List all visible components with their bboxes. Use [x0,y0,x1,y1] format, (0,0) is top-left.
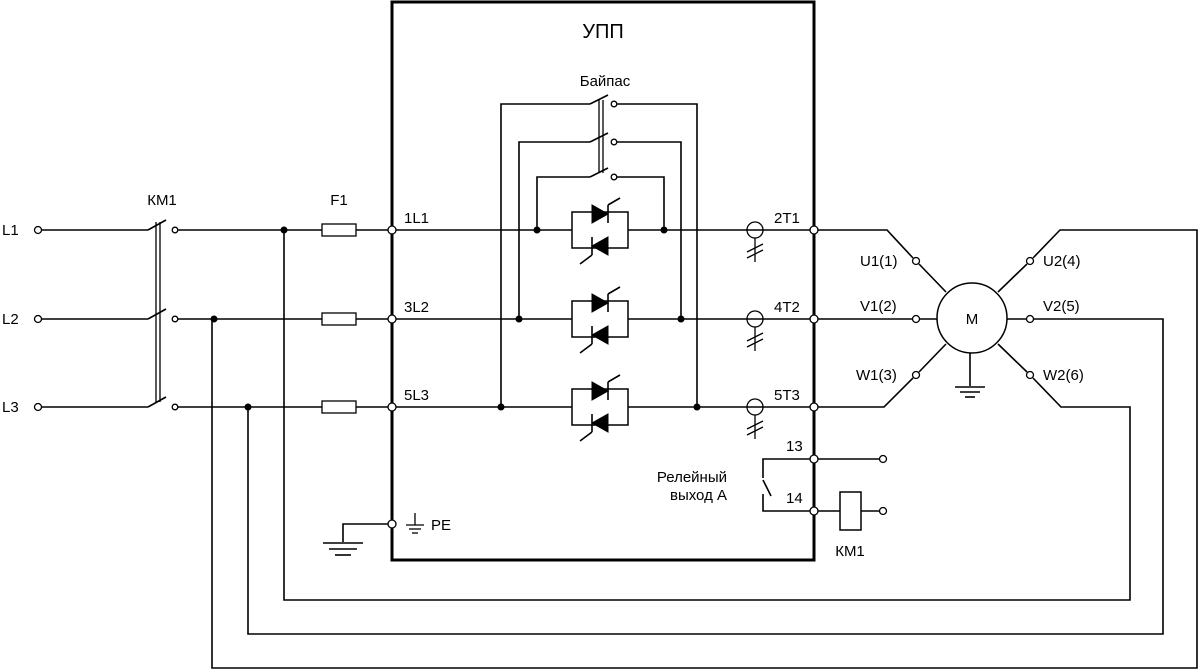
winding-v2: V2(5) [1043,298,1080,315]
winding-w2: W2(6) [1043,367,1084,384]
output-label-4t2: 4T2 [774,299,800,316]
winding-u2: U2(4) [1043,253,1081,270]
input-label-3l2: 3L2 [404,299,429,316]
motor: M U1(1) V1(2) W1(3) U2(4) V2(5) W2(6) [211,229,1198,669]
relay-coil-km1 [839,491,862,531]
contactor-km1: КМ1 [147,192,179,411]
relay-label-line2: выход А [670,487,727,504]
line-label-l3: L3 [2,399,19,416]
line-input-l3: L3 [2,399,43,416]
bypass-contacts: Байпас [497,73,701,411]
relay-coil-label: КМ1 [835,543,865,560]
line-input-l2: L2 [2,311,43,328]
pe-ground: PE [323,513,451,556]
line-input-l1: L1 [2,222,43,239]
relay-label-line1: Релейный [657,469,727,486]
device-title: УПП [582,21,623,43]
bypass-label: Байпас [580,73,631,90]
winding-u1: U1(1) [860,253,898,270]
output-label-2t1: 2T1 [774,210,800,227]
thyristor-pair-1 [571,197,629,265]
input-terminals: 1L1 3L2 5L3 [387,210,429,412]
pe-label: PE [431,517,451,534]
output-terminals: 2T1 4T2 5T3 [774,210,819,412]
current-transformers [746,221,764,439]
contactor-label: КМ1 [147,192,177,209]
terminal-l1 [33,225,43,235]
line-label-l2: L2 [2,311,19,328]
relay-terminal-14: 14 [786,490,803,507]
relay-terminal-13: 13 [786,438,803,455]
output-label-5t3: 5T3 [774,387,800,404]
input-label-5l3: 5L3 [404,387,429,404]
fuse-label: F1 [330,192,348,209]
line-label-l1: L1 [2,222,19,239]
input-label-1l1: 1L1 [404,210,429,227]
terminal-l2 [33,314,43,324]
fuse-f1: F1 [321,192,357,414]
winding-v1: V1(2) [860,298,897,315]
motor-label: M [966,311,979,328]
relay-output-a: Релейный выход А 13 14 КМ1 [657,438,888,560]
soft-starter-box [390,0,816,562]
winding-w1: W1(3) [856,367,897,384]
thyristor-pair-2 [571,286,629,354]
motor-circle [936,282,1008,354]
terminal-l3 [33,402,43,412]
thyristor-pair-3 [571,374,629,442]
